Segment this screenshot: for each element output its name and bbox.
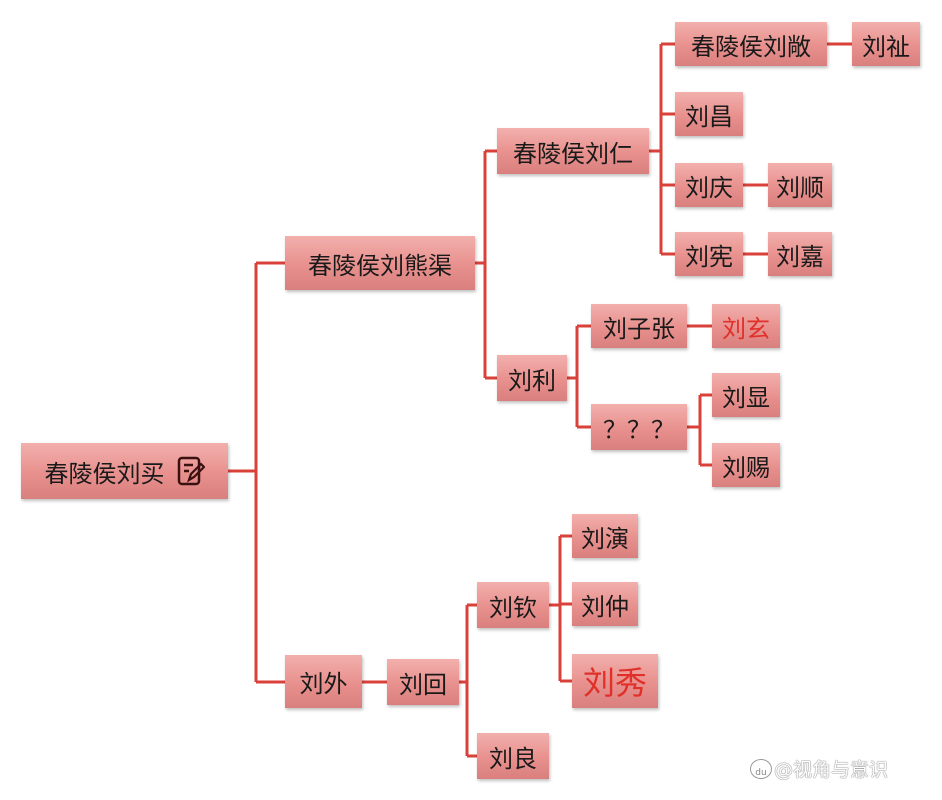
node-liu-xian[interactable]: 刘宪: [675, 232, 743, 276]
node-liu-liang[interactable]: 刘良: [477, 733, 549, 779]
node-liu-jia[interactable]: 刘嘉: [768, 232, 832, 276]
node-liu-zizhang[interactable]: 刘子张: [591, 304, 687, 348]
node-liu-qing[interactable]: 刘庆: [675, 163, 743, 207]
node-liu-xuan[interactable]: 刘玄: [712, 304, 780, 348]
node-liu-chang-hou[interactable]: 春陵侯刘敞: [675, 22, 827, 66]
watermark: du @视角与意识: [750, 755, 888, 782]
watermark-text: @视角与意识: [774, 759, 889, 781]
node-liu-hui[interactable]: 刘回: [387, 659, 459, 705]
node-liu-yan[interactable]: 刘演: [572, 514, 638, 558]
note-edit-icon[interactable]: [177, 456, 205, 486]
node-liu-wai[interactable]: 刘外: [285, 655, 362, 708]
node-liu-zhong[interactable]: 刘仲: [572, 582, 638, 626]
node-liu-ci[interactable]: 刘赐: [712, 443, 780, 487]
node-label: 春陵侯刘买: [44, 459, 165, 488]
node-liu-li[interactable]: 刘利: [497, 355, 567, 401]
node-liu-chang[interactable]: 刘昌: [675, 92, 743, 136]
node-liu-shun[interactable]: 刘顺: [768, 163, 832, 207]
node-liu-xiongqu[interactable]: 春陵侯刘熊渠: [285, 236, 475, 290]
node-root[interactable]: 春陵侯刘买: [21, 443, 228, 499]
node-liu-zhi[interactable]: 刘祉: [852, 22, 920, 66]
node-liu-xiu[interactable]: 刘秀: [572, 654, 658, 708]
node-liu-qin[interactable]: 刘钦: [477, 582, 549, 628]
node-liu-ren[interactable]: 春陵侯刘仁: [497, 128, 649, 174]
node-liu-xian2[interactable]: 刘显: [712, 373, 780, 417]
node-unknown[interactable]: ？？？: [591, 404, 687, 450]
baidu-paw-logo-icon: du: [750, 758, 772, 779]
